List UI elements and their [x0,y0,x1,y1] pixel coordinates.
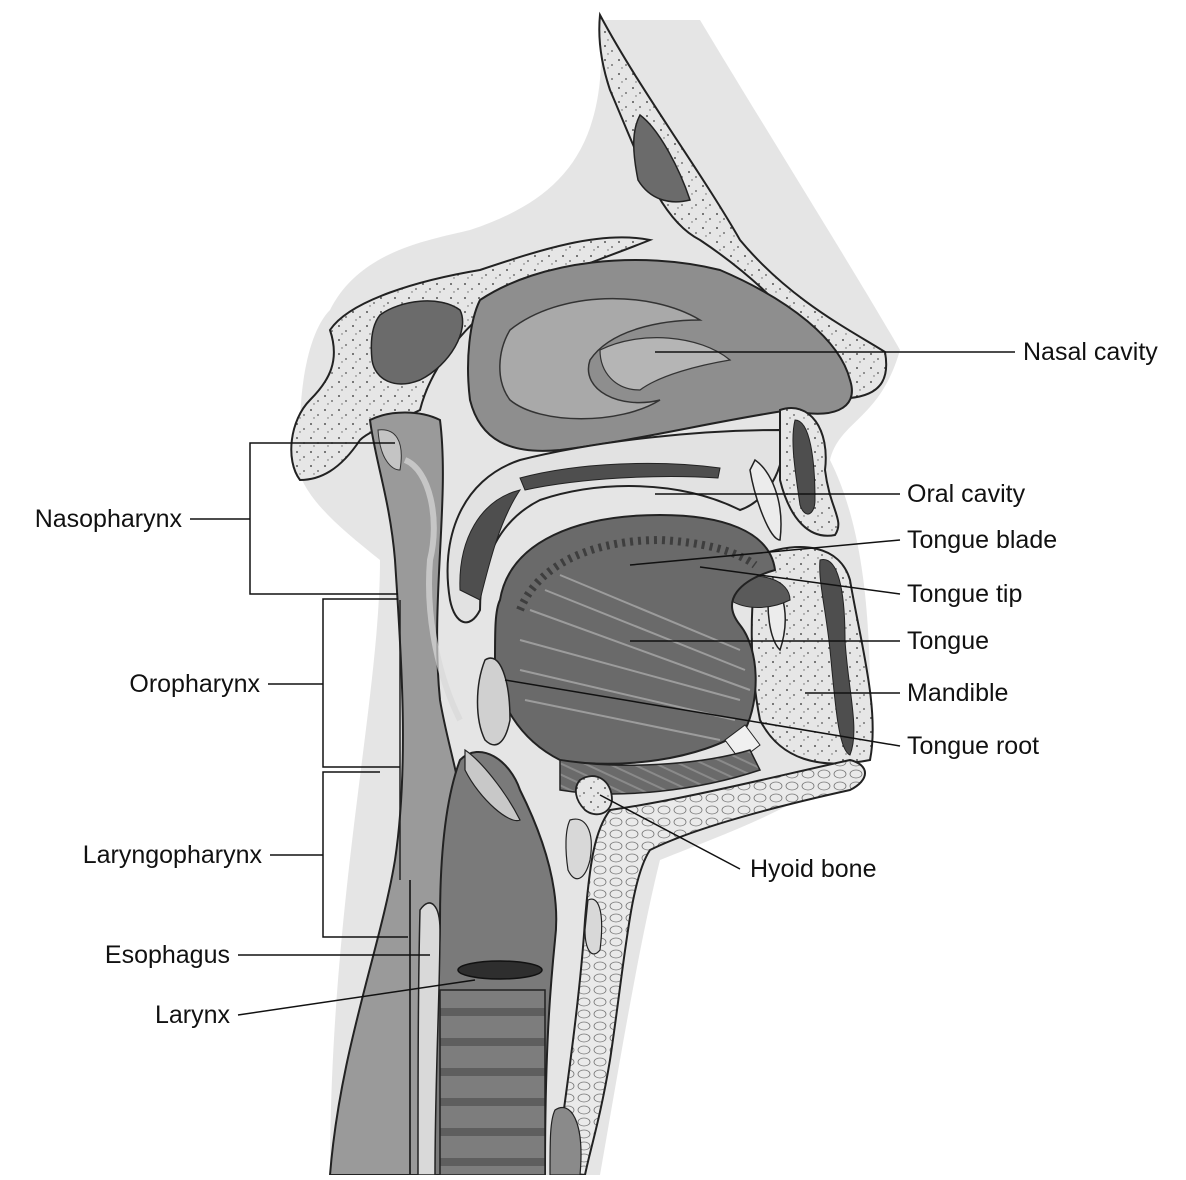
label-tongue-root: Tongue root [907,731,1039,761]
label-oropharynx: Oropharynx [0,669,260,699]
label-esophagus: Esophagus [0,940,230,970]
label-laryngopharynx: Laryngopharynx [0,840,262,870]
label-tongue: Tongue [907,626,989,656]
label-mandible: Mandible [907,678,1008,708]
label-hyoid-bone: Hyoid bone [750,854,876,884]
label-nasal-cavity: Nasal cavity [1023,337,1158,367]
label-oral-cavity: Oral cavity [907,479,1025,509]
label-nasopharynx: Nasopharynx [0,504,182,534]
label-tongue-blade: Tongue blade [907,525,1057,555]
label-tongue-tip: Tongue tip [907,579,1022,609]
label-larynx: Larynx [0,1000,230,1030]
